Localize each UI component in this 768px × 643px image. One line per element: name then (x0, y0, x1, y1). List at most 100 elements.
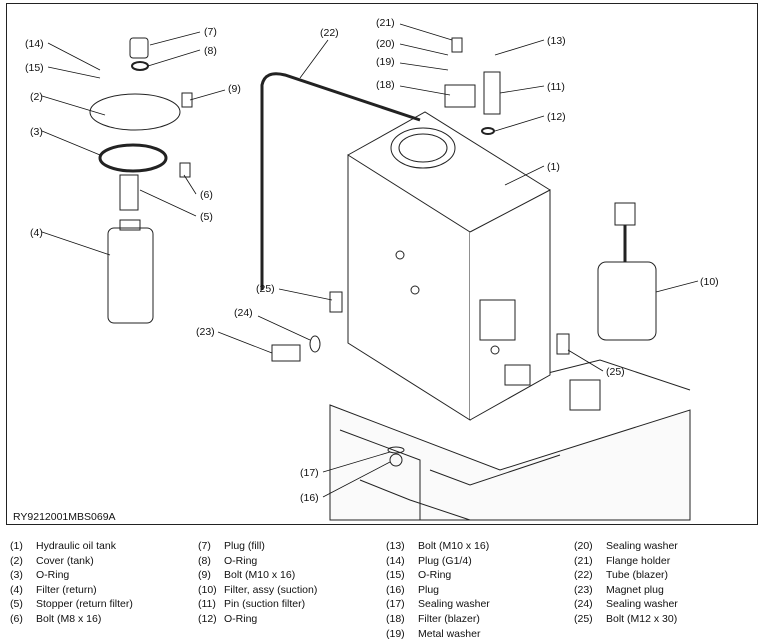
legend-label: Sealing washer (606, 598, 678, 611)
callout-label: (17) (300, 467, 319, 479)
bolt (181, 92, 193, 108)
bolt (556, 333, 570, 355)
legend-number: (4) (10, 583, 23, 596)
callout-label: (15) (25, 62, 44, 74)
legend-label: Tube (blazer) (606, 569, 669, 582)
legend-item: (18)Filter (blazer) (386, 612, 490, 627)
callout-label: (13) (547, 35, 566, 47)
legend-item: (11) Pin (suction filter) (198, 597, 317, 612)
legend-number: (8) (198, 554, 211, 567)
legend-label: Bolt (M12 x 30) (606, 612, 678, 625)
callout-label: (18) (376, 79, 395, 91)
suction-filter (597, 202, 657, 341)
legend-number: (23) (574, 583, 593, 596)
stopper (119, 174, 139, 211)
legend-number: (24) (574, 598, 593, 611)
legend-label: Sealing washer (418, 598, 490, 611)
legend-label: O-Ring (418, 569, 452, 582)
callout-label: (6) (200, 189, 213, 201)
legend-label: Cover (tank) (36, 554, 94, 567)
legend-label: Filter (blazer) (418, 612, 480, 625)
legend-label: Flange holder (606, 554, 671, 567)
legend-item: (14) Plug (G1/4) (386, 554, 490, 569)
legend-label: Filter (return) (36, 583, 97, 596)
callout-label: (16) (300, 492, 319, 504)
legend-label: Bolt (M8 x 16) (36, 612, 102, 625)
legend-label: Pin (suction filter) (224, 598, 306, 611)
legend-label: Filter, assy (suction) (224, 583, 318, 596)
legend-item: (19)Metal washer (386, 627, 490, 642)
blazer-tube (260, 72, 421, 290)
fill-plug (129, 37, 149, 59)
callout-label: (7) (204, 26, 217, 38)
legend-label: O-Ring (224, 612, 258, 625)
legend-number: (22) (574, 569, 593, 582)
legend-label: Plug (G1/4) (418, 554, 472, 567)
legend-number: (13) (386, 540, 405, 552)
bolt (179, 162, 191, 178)
legend-number: (14) (386, 554, 405, 567)
legend-item: (17) Sealing washer (386, 597, 490, 612)
callout-label: (1) (547, 161, 560, 173)
callout-label: (22) (320, 27, 339, 39)
callout-label: (19) (376, 56, 395, 68)
legend-item: (22) Tube (blazer) (574, 568, 678, 583)
legend-label: O-Ring (224, 554, 258, 567)
legend-column: (1) Hydraulic oil tank (2) Cover (tank) (3… (10, 539, 133, 627)
legend-label: O-Ring (36, 569, 70, 582)
drain-plug (389, 453, 403, 467)
legend-number: (21) (574, 554, 593, 567)
callout-label: (3) (30, 126, 43, 138)
bolt (329, 291, 343, 313)
legend-item: (25) Bolt (M12 x 30) (574, 612, 678, 627)
legend-number: (12) (198, 612, 217, 625)
hydraulic-oil-tank (347, 111, 551, 421)
legend-number: (5) (10, 598, 23, 611)
legend-item: (2) Cover (tank) (10, 554, 133, 569)
legend-item: (5)Stopper (return filter) (10, 597, 133, 612)
exploded-parts-drawing: (7) (8) (14) (15) (2) (3) (4) (9) (6) (5… (25, 17, 719, 521)
legend-item: (4) Filter (return) (10, 583, 133, 598)
legend-item: (23)Magnet plug (574, 583, 678, 598)
callout-label: (25) (606, 366, 625, 378)
legend-number: (16) (386, 583, 405, 596)
legend-item: (8) O-Ring (198, 554, 317, 569)
callout-label: (24) (234, 307, 253, 319)
legend-label: Metal washer (418, 627, 481, 640)
legend-item: (6) Bolt (M8 x 16) (10, 612, 133, 627)
magnet-plug (271, 344, 301, 362)
callout-label: (12) (547, 111, 566, 123)
legend-label: Bolt (M10 x 16) (224, 569, 296, 582)
legend-number: (10) (198, 583, 217, 596)
suction-pin (483, 71, 501, 115)
callout-label: (11) (547, 81, 565, 93)
parts-legend: (1) Hydraulic oil tank (2) Cover (tank) (3… (10, 539, 760, 642)
legend-label: Hydraulic oil tank (36, 540, 116, 552)
legend-number: (9) (198, 569, 211, 582)
legend-number: (6) (10, 612, 23, 625)
legend-number: (3) (10, 569, 23, 582)
legend-item: (24) Sealing washer (574, 597, 678, 612)
diagram-frame (6, 3, 758, 525)
legend-item: (7)Plug (fill) (198, 539, 317, 554)
legend-item: (12) O-Ring (198, 612, 317, 627)
legend-number: (20) (574, 540, 593, 552)
callout-label: (4) (30, 227, 43, 239)
legend-number: (2) (10, 554, 23, 567)
figure-code: RY9212001MBS069A (13, 511, 116, 523)
legend-item: (20) Sealing washer (574, 539, 678, 554)
legend-number: (17) (386, 598, 405, 611)
callout-label: (5) (200, 211, 213, 223)
legend-number: (1) (10, 540, 23, 552)
legend-number: (25) (574, 612, 593, 625)
legend-number: (15) (386, 569, 405, 582)
legend-item: (16) Plug (386, 583, 490, 598)
legend-label: Plug (418, 583, 440, 596)
callout-label: (10) (700, 276, 719, 288)
legend-number: (11) (198, 598, 216, 611)
callout-label: (21) (376, 17, 395, 29)
legend-label: Sealing washer (606, 540, 678, 552)
callout-label: (14) (25, 38, 44, 50)
return-filter (107, 219, 154, 324)
legend-item: (9) Bolt (M10 x 16) (198, 568, 317, 583)
